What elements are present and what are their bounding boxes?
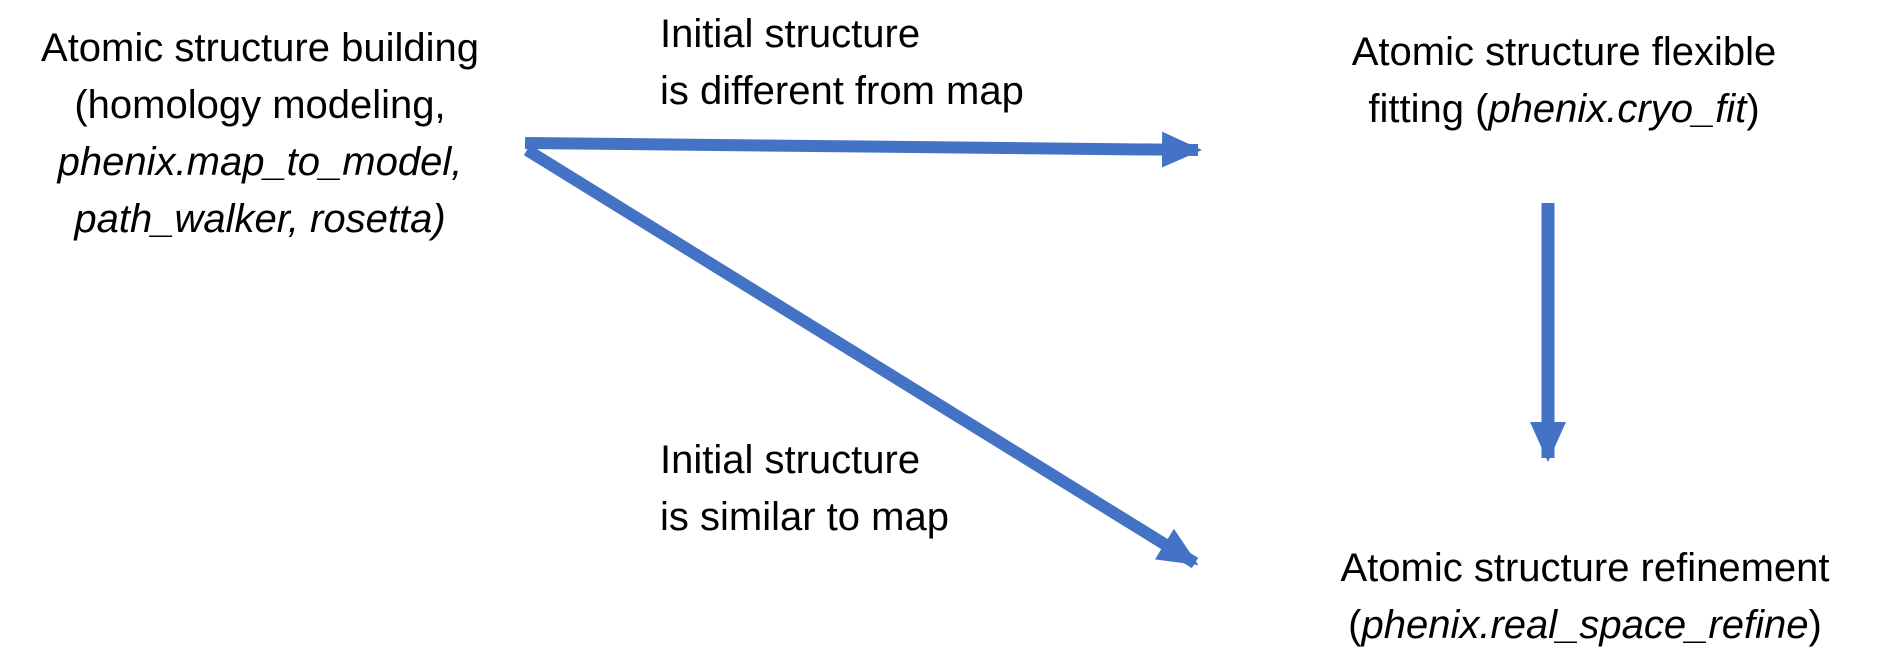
- edge-label-similar-to-map: Initial structure is similar to map: [660, 432, 949, 546]
- node-atomic-structure-building: Atomic structure building (homology mode…: [0, 20, 520, 248]
- node-fitting-line1: Atomic structure flexible: [1351, 30, 1777, 74]
- edge-label-different-from-map: Initial structure is different from map: [660, 6, 1024, 120]
- node-building-line2: (homology modeling,: [74, 83, 446, 127]
- node-refinement-line1: Atomic structure refinement: [1340, 546, 1830, 590]
- edge-label-different-line1: Initial structure: [660, 12, 921, 56]
- node-fitting-line2: fitting (phenix.cryo_fit): [1368, 87, 1760, 131]
- node-refinement-line2: (phenix.real_space_refine): [1348, 603, 1822, 647]
- node-atomic-structure-flexible-fitting: Atomic structure flexible fitting (pheni…: [1304, 24, 1824, 138]
- arrow-building-to-fitting: [524, 131, 1202, 168]
- node-building-line3: phenix.map_to_model,: [57, 140, 463, 184]
- node-building-line4: path_walker, rosetta): [74, 197, 446, 241]
- node-atomic-structure-refinement: Atomic structure refinement (phenix.real…: [1325, 540, 1845, 654]
- edge-label-different-line2: is different from map: [660, 69, 1024, 113]
- edge-label-similar-line1: Initial structure: [660, 438, 921, 482]
- node-building-line1: Atomic structure building: [41, 26, 479, 70]
- arrow-building-to-refinement: [523, 144, 1199, 569]
- edge-label-similar-line2: is similar to map: [660, 495, 949, 539]
